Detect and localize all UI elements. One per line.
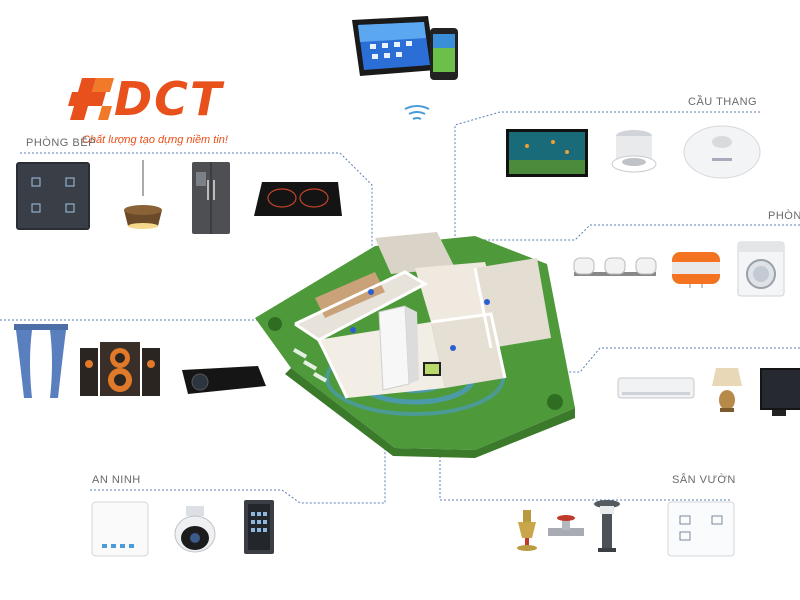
curtain-icon — [14, 322, 68, 400]
sprinkler-icon — [512, 508, 542, 552]
brand-slogan: Chất lượng tạo dựng niềm tin! — [82, 134, 228, 146]
tablet-icon — [348, 14, 438, 82]
tv-icon — [758, 366, 800, 418]
motion-sensor-icon — [682, 124, 762, 180]
valve-icon — [546, 514, 586, 546]
pendant-lamp-icon — [118, 160, 168, 230]
router-icon — [90, 500, 150, 558]
refrigerator-icon — [190, 160, 232, 236]
keypad-icon — [242, 498, 276, 556]
smartphone-icon — [428, 26, 462, 82]
zone-label-room-right: PHÒN — [768, 210, 800, 222]
brand-logo — [68, 76, 116, 120]
water-heater-icon — [670, 248, 722, 288]
washing-machine-icon — [736, 240, 786, 298]
zone-label-stairs: CẦU THANG — [688, 96, 758, 108]
zone-label-kitchen: PHÒNG BẾP — [26, 137, 96, 149]
zone-label-garden: SÂN VƯỜN — [672, 474, 736, 486]
induction-cooktop-icon — [252, 178, 344, 220]
table-lamp-icon — [710, 364, 744, 414]
air-conditioner-icon — [616, 376, 696, 400]
smart-house-icon — [255, 228, 585, 458]
wifi-signal-icon — [402, 104, 432, 122]
projector-icon — [178, 362, 268, 398]
ptz-camera-icon — [170, 504, 220, 554]
garden-light-icon — [592, 498, 622, 554]
wall-lights-icon — [570, 252, 660, 286]
aquarium-tv-icon — [505, 128, 589, 178]
wall-switch-icon — [666, 500, 736, 558]
touch-switch-icon — [14, 160, 92, 232]
downlight-icon — [608, 124, 660, 176]
zone-label-security: AN NINH — [92, 474, 141, 486]
brand-name: DCT — [114, 72, 224, 126]
speakers-icon — [78, 340, 162, 398]
